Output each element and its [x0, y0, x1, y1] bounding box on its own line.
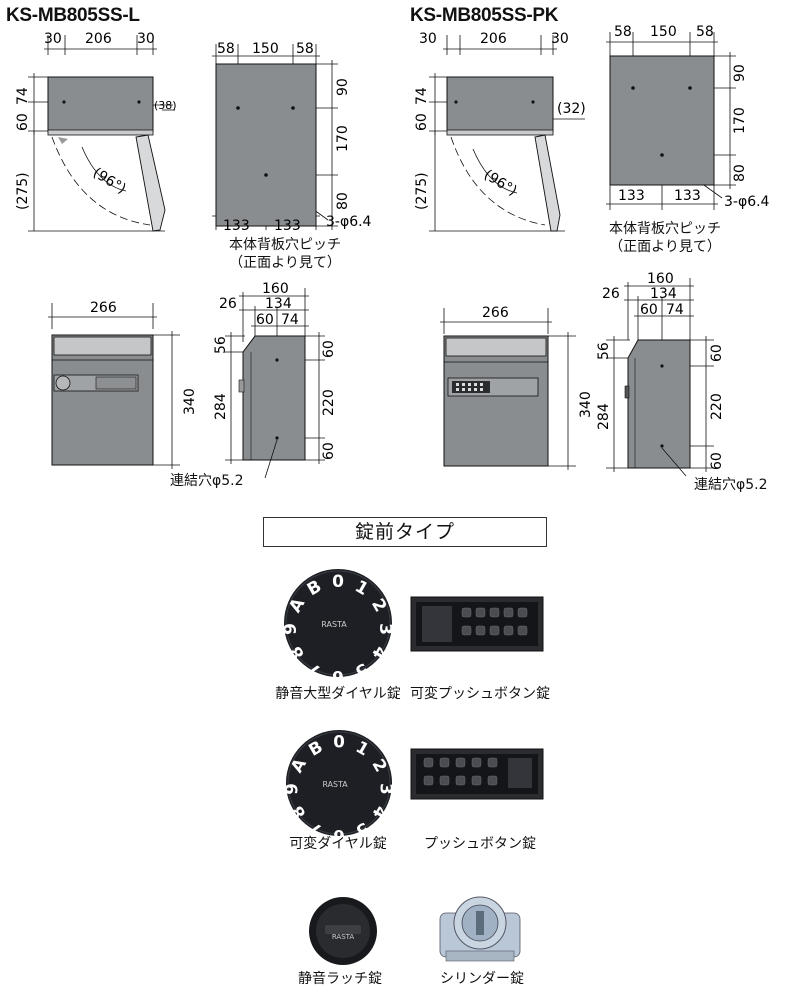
svg-text:170: 170 — [335, 125, 351, 152]
top-dim-1: 30 — [44, 31, 62, 47]
back-caption-l-1: 本体背板穴ピッチ — [229, 237, 341, 253]
back-caption-pk-1: 本体背板穴ピッチ — [609, 221, 721, 237]
lock-label-3: 可変ダイヤル錠 — [289, 836, 387, 852]
svg-text:(275): (275) — [15, 172, 31, 210]
svg-text:26: 26 — [602, 286, 620, 302]
svg-text:90: 90 — [732, 64, 748, 82]
svg-text:(275): (275) — [414, 172, 430, 210]
svg-text:284: 284 — [213, 393, 229, 420]
dial-digit: 3 — [375, 623, 394, 635]
drawing-back-view-l: 58 150 58 90 170 80 133 133 3-φ6.4 — [212, 41, 372, 234]
svg-text:60: 60 — [640, 302, 658, 318]
svg-text:150: 150 — [650, 24, 677, 40]
lock-label-2: 可変プッシュボタン錠 — [410, 686, 550, 702]
svg-text:134: 134 — [265, 296, 292, 312]
drawing-side-view-pk: 160 26 134 60 74 56 284 60 220 60 — [596, 271, 725, 477]
svg-text:150: 150 — [252, 41, 279, 57]
svg-text:284: 284 — [596, 403, 612, 430]
push-button-panel-icon — [410, 748, 544, 800]
dial-digit: 6 — [333, 826, 345, 838]
side-hole-label-l: 連結穴φ5.2 — [170, 473, 244, 489]
dial-digit: 3 — [376, 783, 394, 795]
svg-text:74: 74 — [414, 87, 430, 105]
cylinder-icon — [439, 896, 521, 962]
lock-section-title: 錠前タイプ — [263, 517, 547, 547]
svg-text:90: 90 — [335, 78, 351, 96]
svg-text:60: 60 — [321, 340, 337, 358]
side-hole-label-pk: 連結穴φ5.2 — [694, 477, 768, 493]
lock-label-4: プッシュボタン錠 — [424, 836, 536, 852]
latch-icon: RASTA — [309, 897, 377, 965]
back-caption-pk-2: （正面より見て） — [609, 239, 721, 255]
svg-text:RASTA: RASTA — [321, 620, 347, 629]
svg-text:133: 133 — [223, 218, 250, 234]
model-title-l: KS-MB805SS-L — [6, 5, 140, 26]
drawing-front-view-pk: 266 340 — [440, 305, 594, 470]
svg-text:60: 60 — [709, 344, 725, 362]
svg-text:80: 80 — [732, 164, 748, 182]
svg-text:60: 60 — [256, 312, 274, 328]
svg-text:58: 58 — [696, 24, 714, 40]
svg-text:220: 220 — [709, 393, 725, 420]
top-dim-2: 206 — [85, 31, 112, 47]
svg-text:(38): (38) — [154, 99, 177, 112]
svg-text:133: 133 — [618, 188, 645, 204]
svg-text:220: 220 — [321, 389, 337, 416]
svg-text:30: 30 — [419, 31, 437, 47]
svg-text:56: 56 — [213, 336, 229, 354]
drawing-top-view-l: 30 206 30 74 60 (275) (38) (96°) — [15, 31, 177, 232]
svg-text:(96°): (96°) — [481, 167, 520, 200]
drawing-side-view-l: 160 26 134 60 74 56 284 60 220 60 — [213, 281, 337, 479]
dial-digit: 9 — [282, 623, 301, 635]
svg-text:74: 74 — [666, 302, 684, 318]
svg-text:133: 133 — [274, 218, 301, 234]
svg-text:(96°): (96°) — [90, 165, 129, 198]
svg-text:340: 340 — [182, 388, 198, 415]
dial-digit: 9 — [284, 783, 302, 795]
svg-text:56: 56 — [596, 342, 612, 360]
svg-text:74: 74 — [15, 87, 31, 105]
svg-text:134: 134 — [650, 286, 677, 302]
svg-text:206: 206 — [480, 31, 507, 47]
drawing-back-view-pk: 58 150 58 90 170 80 133 133 3-φ6.4 — [606, 24, 770, 210]
drawing-front-view-l: 266 340 — [48, 300, 198, 469]
svg-text:3-φ6.4: 3-φ6.4 — [326, 214, 372, 230]
svg-text:160: 160 — [262, 281, 289, 297]
svg-text:3-φ6.4: 3-φ6.4 — [724, 194, 770, 210]
svg-text:80: 80 — [335, 192, 351, 210]
lock-label-5: 静音ラッチ錠 — [298, 971, 382, 987]
svg-text:30: 30 — [551, 31, 569, 47]
svg-text:60: 60 — [15, 113, 31, 131]
svg-text:RASTA: RASTA — [332, 933, 355, 941]
back-caption-l-2: （正面より見て） — [229, 255, 341, 271]
lock-label-1: 静音大型ダイヤル錠 — [275, 686, 401, 702]
svg-text:RASTA: RASTA — [323, 780, 349, 789]
svg-text:58: 58 — [614, 24, 632, 40]
svg-text:340: 340 — [578, 391, 594, 418]
lock-label-6: シリンダー錠 — [440, 971, 524, 987]
svg-text:160: 160 — [647, 271, 674, 287]
svg-text:133: 133 — [674, 188, 701, 204]
drawing-top-view-pk: 30 206 30 74 60 (275) (32) (96°) — [414, 31, 586, 232]
top-dim-3: 30 — [137, 31, 155, 47]
svg-text:170: 170 — [732, 107, 748, 134]
svg-text:60: 60 — [709, 452, 725, 470]
dial-digit: 6 — [332, 666, 344, 679]
dial-digit: 0 — [333, 733, 345, 752]
model-title-pk: KS-MB805SS-PK — [410, 5, 559, 26]
svg-text:(32): (32) — [557, 101, 586, 117]
svg-text:60: 60 — [414, 113, 430, 131]
svg-text:58: 58 — [217, 41, 235, 57]
svg-text:60: 60 — [321, 442, 337, 460]
push-button-panel-icon — [410, 596, 544, 652]
svg-text:74: 74 — [281, 312, 299, 328]
svg-text:266: 266 — [482, 305, 509, 321]
dial-digit: 0 — [332, 572, 344, 592]
svg-text:266: 266 — [90, 300, 117, 316]
svg-text:58: 58 — [296, 41, 314, 57]
svg-text:26: 26 — [219, 296, 237, 312]
